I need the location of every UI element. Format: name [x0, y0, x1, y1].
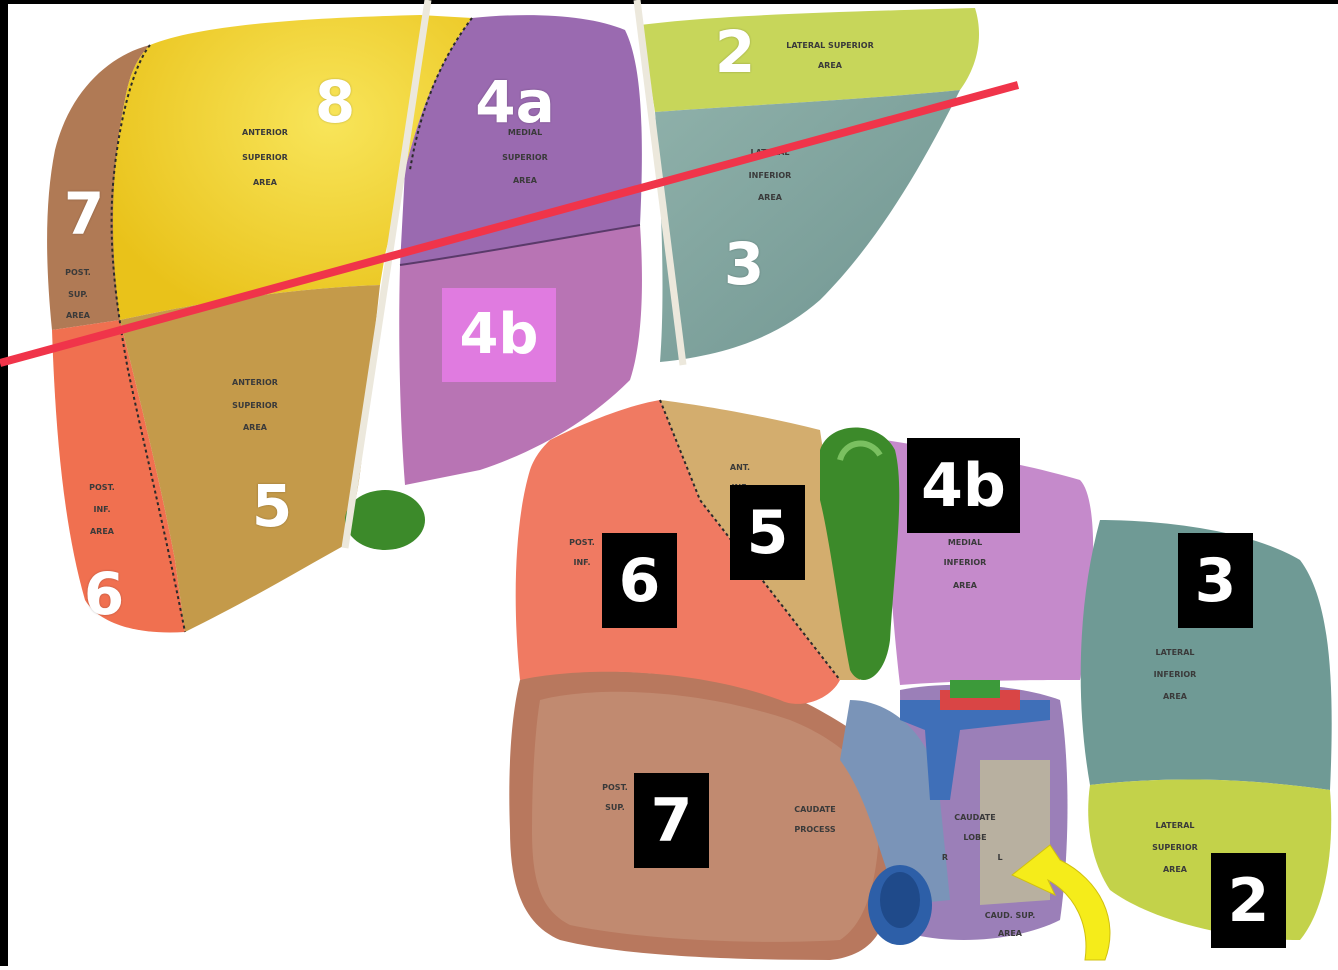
area-text-caudate-area: CAUD. SUP.	[985, 911, 1035, 920]
label-segment-4b-visceral: 4b	[907, 438, 1020, 533]
area-text-line: INF.	[94, 505, 111, 514]
area-text-line: INFERIOR	[1154, 670, 1197, 679]
area-text-post-inf: POST.	[89, 483, 115, 492]
label-segment-5-visceral: 5	[730, 485, 805, 580]
label-segment-8: 8	[295, 70, 375, 134]
area-text-line: SUPERIOR	[502, 153, 548, 162]
area-text-line: AREA	[243, 423, 268, 432]
area-text-line: AREA	[1163, 865, 1188, 874]
area-text-line: SUPERIOR	[232, 401, 278, 410]
area-text-anterior-superior-lower: ANTERIOR	[232, 378, 278, 387]
area-text-line: SUPERIOR	[242, 153, 288, 162]
label-segment-6-visceral: 6	[602, 533, 677, 628]
area-text-lateral-superior: LATERAL SUPERIOR	[786, 41, 874, 50]
area-text-line: SUP.	[68, 290, 88, 299]
area-text-line: AREA	[90, 527, 115, 536]
label-segment-2-visceral: 2	[1211, 853, 1286, 948]
area-text-ant-inf: ANT.	[730, 463, 750, 472]
area-text-caudate-r: R	[942, 853, 948, 862]
area-text-line: SUP.	[605, 803, 625, 812]
area-text-line: INF.	[574, 558, 591, 567]
area-text-line: AREA	[758, 193, 783, 202]
segment-2-visceral	[1088, 780, 1331, 940]
area-text-line: INFERIOR	[944, 558, 987, 567]
area-text-lateral-inferior-visceral: LATERAL	[1155, 648, 1194, 657]
label-segment-2: 2	[700, 20, 770, 84]
area-text-line: PROCESS	[794, 825, 836, 834]
area-text-line: LOBE	[963, 833, 986, 842]
label-segment-3: 3	[712, 232, 776, 296]
label-segment-6: 6	[72, 562, 136, 626]
area-text-post-inf-visceral: POST.	[569, 538, 595, 547]
area-text-anterior-superior: ANTERIOR	[242, 128, 288, 137]
segment-3-anterior	[655, 90, 960, 362]
label-segment-4a: 4a	[460, 70, 570, 134]
left-border	[0, 0, 8, 966]
area-text-caudate-process: CAUDATE	[794, 805, 835, 814]
area-text-line: AREA	[66, 311, 91, 320]
label-segment-3-visceral: 3	[1178, 533, 1253, 628]
area-text-line: AREA	[818, 61, 843, 70]
area-text-line: INFERIOR	[749, 171, 792, 180]
top-border	[0, 0, 1338, 4]
bile-duct	[950, 680, 1000, 698]
area-text-caudate-lobe: CAUDATE	[954, 813, 995, 822]
area-text-line: AREA	[953, 581, 978, 590]
area-text-caudate-l: L	[997, 853, 1002, 862]
label-segment-5: 5	[240, 474, 304, 538]
area-text-line: AREA	[253, 178, 278, 187]
gallbladder-fundus	[345, 490, 425, 550]
area-text-line: SUPERIOR	[1152, 843, 1198, 852]
area-text-line: AREA	[998, 929, 1023, 938]
area-text-post-sup: POST.	[65, 268, 91, 277]
label-segment-4b-anterior: 4b	[442, 288, 556, 382]
area-text-line: AREA	[1163, 692, 1188, 701]
area-text-post-sup-visceral: POST.	[602, 783, 628, 792]
label-segment-7: 7	[52, 182, 116, 246]
ivc-lumen	[880, 872, 920, 928]
area-text-medial-inferior: MEDIAL	[948, 538, 982, 547]
area-text-lateral-superior-visceral: LATERAL	[1155, 821, 1194, 830]
area-text-line: AREA	[513, 176, 538, 185]
label-segment-7-visceral: 7	[634, 773, 709, 868]
